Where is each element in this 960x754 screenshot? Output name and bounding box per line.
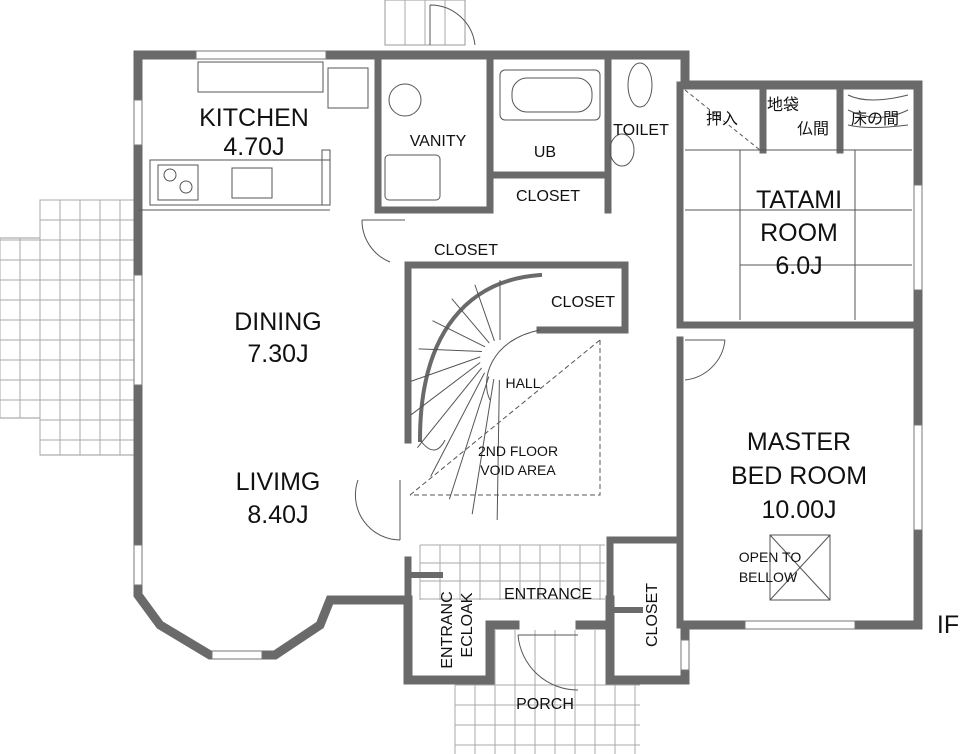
cloak-label-2: ECLOAK bbox=[459, 592, 476, 657]
tatami-label-1: TATAMI bbox=[756, 186, 842, 214]
dining-label: DINING bbox=[234, 308, 322, 336]
master-label-1: MASTER bbox=[747, 428, 851, 456]
porch-tiles bbox=[419, 544, 640, 754]
windows bbox=[133, 50, 923, 671]
open-to-below bbox=[769, 534, 831, 601]
floor-label: IF bbox=[937, 611, 959, 639]
tatami-label-2: ROOM bbox=[760, 219, 838, 247]
bath-closet-label: CLOSET bbox=[516, 188, 580, 205]
bath-deck bbox=[384, 0, 466, 46]
hall-label: HALL bbox=[505, 375, 540, 391]
kitchen-label: KITCHEN bbox=[199, 104, 309, 132]
butsuma-label: 仏間 bbox=[797, 121, 829, 138]
dining-size: 7.30J bbox=[247, 340, 308, 368]
master-label-2: BED ROOM bbox=[731, 462, 867, 490]
void-label-2: VOID AREA bbox=[480, 462, 556, 478]
stair-closet-label: CLOSET bbox=[551, 294, 615, 311]
open-label-1: OPEN TO bbox=[739, 549, 802, 565]
vanity-label: VANITY bbox=[410, 133, 467, 150]
spiral-stair bbox=[409, 272, 601, 520]
kitchen-size: 4.70J bbox=[223, 133, 284, 161]
ub-label: UB bbox=[534, 144, 556, 161]
open-label-2: BELLOW bbox=[739, 569, 798, 585]
walls bbox=[133, 50, 923, 685]
hall-closet-label: CLOSET bbox=[434, 242, 498, 259]
toilet-label: TOILET bbox=[613, 122, 669, 139]
bath-fixtures bbox=[384, 62, 653, 201]
tatami-size: 6.0J bbox=[775, 252, 822, 280]
entrance-label: ENTRANCE bbox=[504, 586, 592, 603]
doors bbox=[354, 4, 726, 691]
jibukuro-label: 地袋 bbox=[767, 96, 799, 114]
porch-label: PORCH bbox=[516, 696, 574, 713]
tokonoma-label: 床の間 bbox=[851, 110, 899, 128]
living-label: LIVIMG bbox=[236, 468, 321, 496]
void-label-1: 2ND FLOOR bbox=[478, 443, 558, 459]
entry-closet-label: CLOSET bbox=[644, 583, 661, 647]
tatami-mats bbox=[684, 89, 912, 320]
kitchen-counter bbox=[149, 61, 369, 206]
living-size: 8.40J bbox=[247, 501, 308, 529]
wood-deck bbox=[0, 199, 139, 456]
cloak-label-1: ENTRANC bbox=[439, 591, 456, 668]
oshiire-label: 押入 bbox=[706, 110, 738, 128]
master-size: 10.00J bbox=[761, 496, 836, 524]
